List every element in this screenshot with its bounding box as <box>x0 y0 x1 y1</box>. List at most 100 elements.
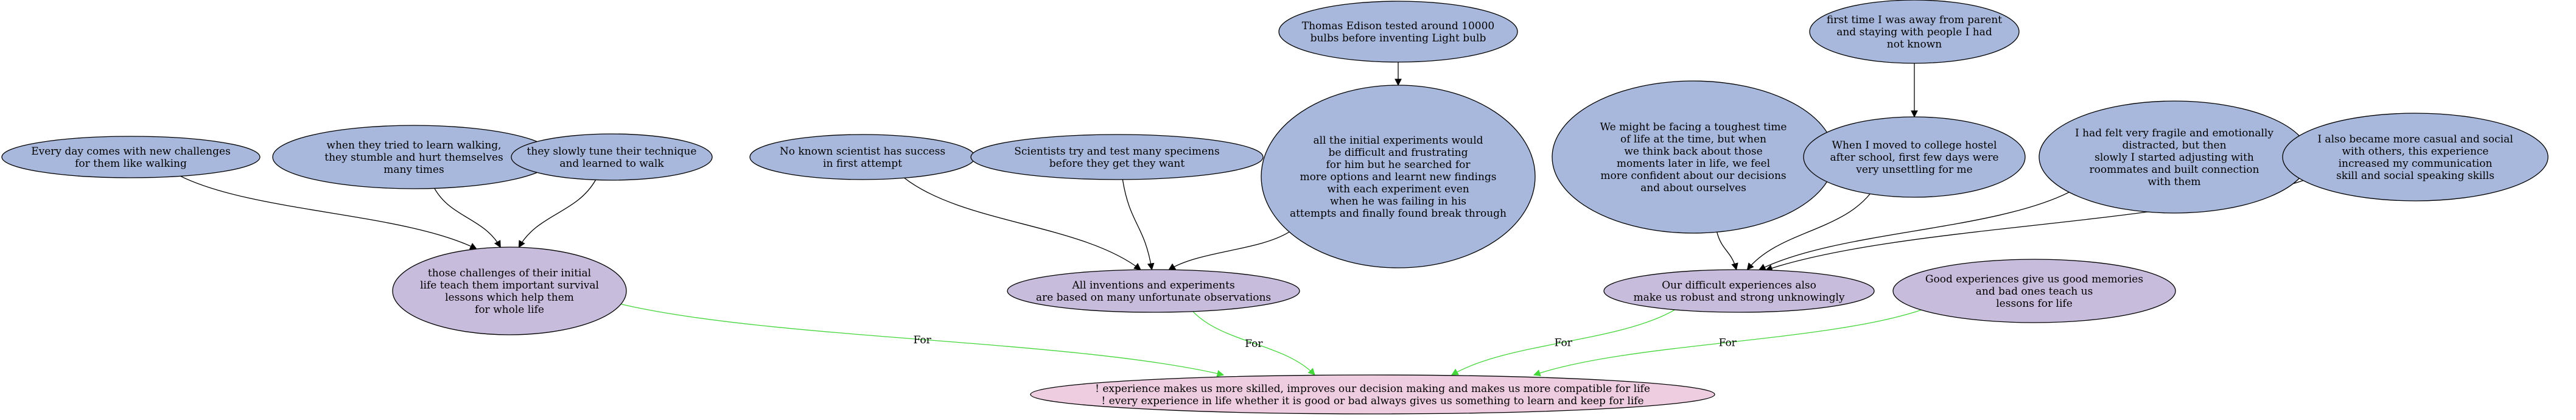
node-text-line: attempts and finally found break through <box>1290 208 1507 220</box>
node-text-line: they stumble and hurt themselves <box>324 152 503 164</box>
node-text-line: Scientists try and test many specimens <box>1014 145 1219 158</box>
support-edge-arrow <box>518 180 597 248</box>
conclusion-ellipse <box>1030 374 1715 415</box>
for-edge-arrow <box>1451 309 1675 376</box>
node-text-line: increased my communication <box>2339 158 2493 170</box>
for-edge-arrow <box>621 303 1225 377</box>
reason-ellipse <box>392 247 627 335</box>
evidence-ellipse <box>1261 85 1536 268</box>
node-evidence-n5[interactable]: Scientists try and test many specimensbe… <box>970 134 1264 180</box>
node-reason-r4[interactable]: Good experiences give us good memoriesan… <box>1892 259 2176 323</box>
node-text-line: for whole life <box>475 304 544 316</box>
node-text-line: many times <box>383 164 444 176</box>
node-text-line: ! experience makes us more skilled, impr… <box>1095 383 1650 395</box>
node-evidence-n11[interactable]: I had felt very fragile and emotionallyd… <box>2039 100 2310 214</box>
node-text-line: we think back about those <box>1624 145 1762 158</box>
node-evidence-n12[interactable]: I also became more casual and socialwith… <box>2282 113 2549 201</box>
for-edge-arrow <box>1533 309 1922 377</box>
edge-label-for: For <box>1555 337 1573 349</box>
node-text-line: more confident about our decisions <box>1600 170 1786 182</box>
node-text-line: bulbs before inventing Light bulb <box>1311 32 1486 44</box>
support-edge-arrow <box>180 175 477 250</box>
node-text-line: those challenges of their initial <box>428 267 591 279</box>
node-text-line: when they tried to learn walking, <box>326 139 501 152</box>
evidence-ellipse <box>1278 1 1518 63</box>
edge-label-for: For <box>1245 338 1263 350</box>
edge-labels-layer: For For For For <box>913 334 1737 350</box>
node-text-line: moments later in life, we feel <box>1617 158 1770 170</box>
node-text-line: Good experiences give us good memories <box>1925 273 2143 285</box>
evidence-ellipse <box>1 136 261 178</box>
support-edge-arrow <box>434 188 501 248</box>
node-text-line: of life at the time, but when <box>1620 133 1766 145</box>
node-text-line: more options and learnt new findings <box>1300 171 1496 183</box>
node-text-line: after school, first few days were <box>1830 152 1998 164</box>
support-edge-arrow <box>1758 192 2070 270</box>
node-text-line: and bad ones teach us <box>1976 285 2093 298</box>
node-conclusion-c1[interactable]: ! experience makes us more skilled, impr… <box>1030 374 1715 415</box>
node-text-line: before they get they want <box>1049 158 1185 170</box>
node-text-line: No known scientist has success <box>780 145 945 158</box>
node-text-line: All inventions and experiments <box>1071 279 1234 292</box>
node-text-line: for him but he searched for <box>1326 159 1471 171</box>
evidence-ellipse <box>1809 0 2020 64</box>
node-text-line: when he was failing in his <box>1330 195 1466 208</box>
node-text-line: very unsettling for me <box>1855 164 1973 176</box>
node-text-line: lessons which help them <box>445 292 574 304</box>
support-edge-arrow <box>1717 232 1738 271</box>
for-edge-arrow <box>1192 311 1315 376</box>
evidence-ellipse <box>2282 113 2549 201</box>
node-text-line: with each experiment even <box>1327 183 1469 195</box>
edge-label-for: For <box>1719 337 1737 349</box>
node-text-line: skill and social speaking skills <box>2336 170 2494 182</box>
node-text-line: I also became more casual and social <box>2317 133 2513 145</box>
support-edge-arrow <box>904 177 1141 270</box>
reason-ellipse <box>1007 269 1300 313</box>
node-text-line: not known <box>1887 38 1942 51</box>
node-text-line: with others, this experience <box>2342 145 2489 158</box>
node-text-line: When I moved to college hostel <box>1832 139 1997 152</box>
node-text-line: be difficult and frustrating <box>1329 147 1468 159</box>
evidence-ellipse <box>970 134 1264 180</box>
node-text-line: make us robust and strong unknowingly <box>1633 292 1844 304</box>
node-text-line: in first attempt <box>823 158 902 170</box>
node-text-line: first time I was away from parent <box>1827 14 2002 26</box>
node-text-line: I had felt very fragile and emotionally <box>2075 127 2273 139</box>
node-text-line: Thomas Edison tested around 10000 <box>1302 20 1495 32</box>
node-text-line: slowly I started adjusting with <box>2095 152 2254 164</box>
support-edge-arrow <box>1168 231 1290 270</box>
node-text-line: with them <box>2147 176 2200 188</box>
support-edge-arrow <box>1122 179 1155 271</box>
evidence-ellipse <box>511 133 713 181</box>
node-text-line: are based on many unfortunate observatio… <box>1036 292 1271 304</box>
edge-label-for: For <box>913 334 931 346</box>
reason-ellipse <box>1892 259 2176 323</box>
node-evidence-n2[interactable]: when they tried to learn walking,they st… <box>272 125 556 189</box>
node-text-line: and learned to walk <box>559 158 664 170</box>
support-edge-arrow <box>1746 194 1871 271</box>
node-text-line: roommates and built connection <box>2090 164 2259 176</box>
node-text-line: distracted, but then <box>2122 139 2226 152</box>
node-text-line: for them like walking <box>75 158 187 170</box>
node-text-line: life teach them important survival <box>420 279 599 292</box>
node-text-line: lessons for life <box>1996 298 2073 310</box>
node-text-line: and staying with people I had <box>1836 26 1992 38</box>
node-text-line: ! every experience in life whether it is… <box>1101 395 1643 407</box>
node-text-line: Our difficult experiences also <box>1662 279 1816 292</box>
node-text-line: Every day comes with new challenges <box>31 145 231 158</box>
node-text-line: We might be facing a toughest time <box>1600 121 1787 133</box>
node-text-line: and about ourselves <box>1640 182 1746 194</box>
